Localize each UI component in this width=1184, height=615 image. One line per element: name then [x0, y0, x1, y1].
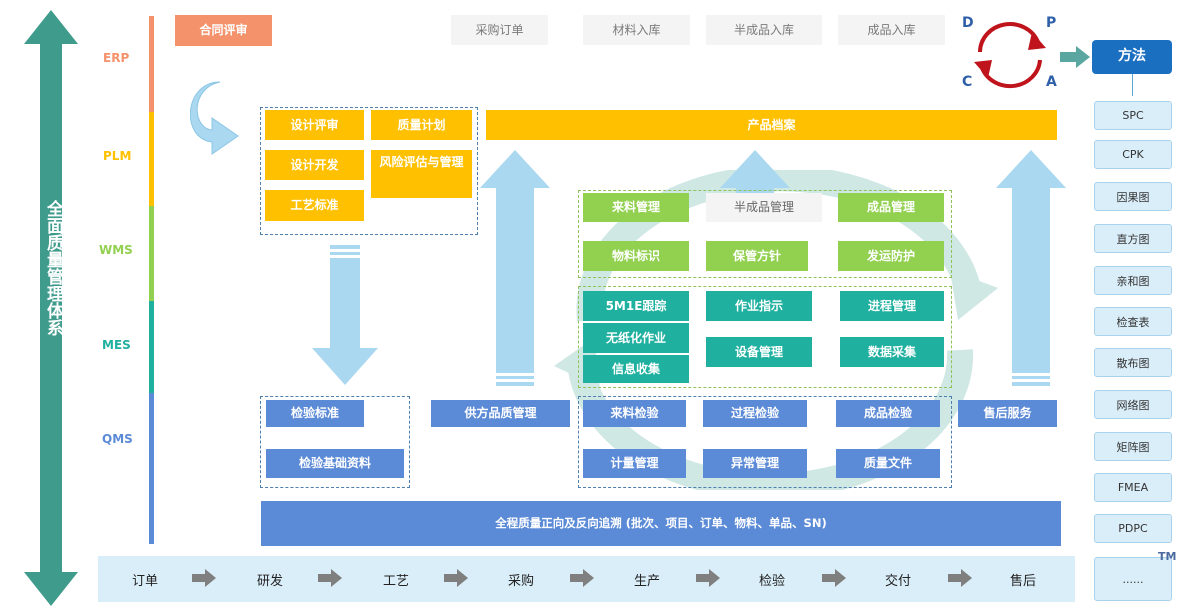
curved-down-arrow [190, 81, 239, 155]
after-sales-service: 售后服务 [958, 400, 1057, 427]
semi-mgmt: 半成品管理 [706, 193, 822, 222]
inspection-std: 检验标准 [266, 400, 364, 427]
up-arrow-supplier [480, 150, 550, 386]
storage-policy: 保管方针 [706, 241, 808, 271]
quality-plan: 质量计划 [371, 110, 472, 140]
info-collection: 信息收集 [583, 355, 689, 383]
layer-bar-qms [149, 393, 154, 544]
layer-label-mes: MES [102, 338, 131, 352]
tool-scatter: 散布图 [1094, 348, 1172, 377]
incoming-inspection: 来料检验 [583, 400, 686, 427]
semi-in: 半成品入库 [706, 15, 822, 45]
tool-fmea: FMEA [1094, 473, 1172, 502]
plm-group [260, 107, 478, 235]
progress-mgmt: 进程管理 [840, 291, 944, 321]
pdca-cycle-icon [974, 22, 1046, 89]
method-title: 方法 [1092, 40, 1172, 74]
pdca-c: C [962, 74, 973, 90]
risk-mgmt: 风险评估与管理 [371, 150, 472, 198]
data-collection: 数据采集 [840, 337, 944, 367]
finished-mgmt: 成品管理 [838, 193, 944, 222]
inspection-base-data: 检验基础资料 [266, 449, 404, 478]
tool-matrix: 矩阵图 [1094, 432, 1172, 461]
tool-more: ...... [1094, 557, 1172, 601]
flow-step-after-sales: 售后 [1009, 573, 1036, 589]
flow-step-process: 工艺 [382, 573, 409, 589]
design-dev: 设计开发 [265, 150, 364, 180]
process-inspection: 过程检验 [703, 400, 807, 427]
flow-step-purchase: 采购 [507, 573, 534, 589]
pdca-d: D [962, 15, 974, 31]
purchase-order: 采购订单 [451, 15, 548, 45]
exception-mgmt: 异常管理 [703, 449, 807, 478]
tool-network: 网络图 [1094, 390, 1172, 419]
metrology-mgmt: 计量管理 [583, 449, 686, 478]
layer-label-qms: QMS [102, 432, 133, 446]
finished-inspection: 成品检验 [836, 400, 940, 427]
layer-label-erp: ERP [103, 51, 130, 65]
layer-bar-plm [149, 112, 154, 206]
traceability-bar: 全程质量正向及反向追溯 (批次、项目、订单、物料、单品、SN) [261, 501, 1061, 546]
layer-bar-mes [149, 301, 154, 393]
arrow-right-icon [1060, 46, 1090, 68]
flow-step-inspection: 检验 [758, 573, 785, 589]
layer-bar-wms [149, 206, 154, 301]
product-archive: 产品档案 [486, 110, 1057, 140]
layer-label-wms: WMS [99, 243, 133, 257]
flow-step-order: 订单 [131, 573, 158, 589]
material-id: 物料标识 [583, 241, 689, 271]
finished-in: 成品入库 [838, 15, 945, 45]
flow-arrow-icon [570, 569, 594, 587]
flow-arrow-icon [192, 569, 216, 587]
layer-bar-erp [149, 16, 154, 112]
system-title: 全面质量管理体系 [43, 200, 63, 336]
paperless-ops: 无纸化作业 [583, 323, 689, 353]
tool-histogram: 直方图 [1094, 224, 1172, 253]
flow-arrow-icon [444, 569, 468, 587]
down-arrow [312, 245, 378, 385]
equipment-mgmt: 设备管理 [706, 337, 812, 367]
system-arrow [24, 10, 78, 606]
pdca-a: A [1046, 74, 1057, 90]
method-connector [1132, 74, 1133, 96]
tool-checklist: 检查表 [1094, 307, 1172, 336]
flow-step-delivery: 交付 [884, 573, 911, 589]
process-std: 工艺标准 [265, 190, 364, 221]
supplier-quality: 供方品质管理 [431, 400, 570, 427]
tool-pdpc: PDPC [1094, 514, 1172, 543]
qms-std-group [260, 396, 410, 488]
flow-step-production: 生产 [633, 573, 660, 589]
wms-group [578, 190, 952, 278]
flow-arrow-icon [822, 569, 846, 587]
ship-protect: 发运防护 [838, 241, 944, 271]
design-review: 设计评审 [265, 110, 364, 140]
material-in: 材料入库 [583, 15, 690, 45]
flow-arrow-icon [318, 569, 342, 587]
corner-label: TM [1158, 550, 1177, 563]
flow-step-rnd: 研发 [256, 573, 283, 589]
work-instruction: 作业指示 [706, 291, 812, 321]
qms-insp-group [578, 396, 952, 488]
tool-cause-effect: 因果图 [1094, 182, 1172, 211]
tool-cpk: CPK [1094, 140, 1172, 169]
quality-docs: 质量文件 [836, 449, 940, 478]
up-arrow-after-sales [996, 150, 1066, 386]
tool-spc: SPC [1094, 101, 1172, 130]
tracking-5m1e: 5M1E跟踪 [583, 291, 689, 321]
flow-arrow-icon [696, 569, 720, 587]
incoming-mgmt: 来料管理 [583, 193, 689, 222]
up-arrow-center [720, 150, 790, 198]
layer-label-plm: PLM [103, 149, 132, 163]
tool-affinity: 亲和图 [1094, 266, 1172, 295]
flow-arrow-icon [948, 569, 972, 587]
mes-group [578, 286, 952, 388]
pdca-p: P [1046, 15, 1057, 31]
contract-review: 合同评审 [175, 15, 272, 46]
